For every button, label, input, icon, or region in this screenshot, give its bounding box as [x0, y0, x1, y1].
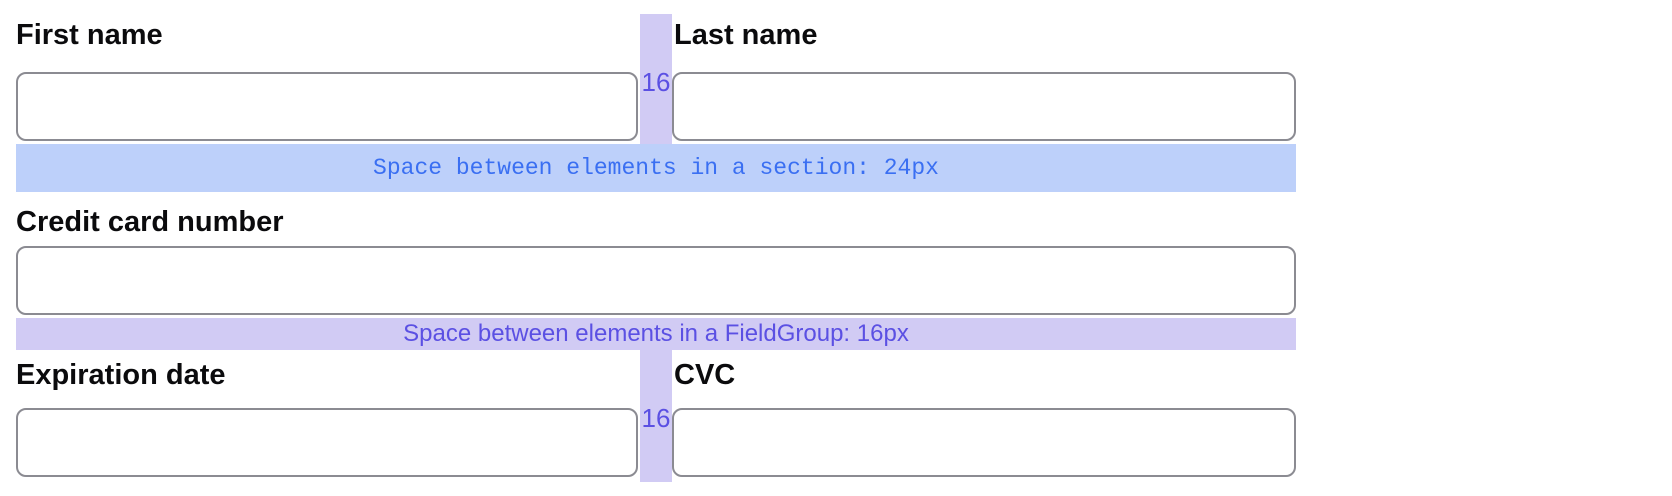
- fieldgroup-gap-annotation: Space between elements in a FieldGroup: …: [16, 318, 1296, 350]
- column-gap-value-top: 16: [641, 67, 671, 97]
- first-name-input[interactable]: [16, 72, 638, 141]
- expiration-date-input[interactable]: [16, 408, 638, 477]
- column-gap-bar-bottom: [640, 350, 672, 482]
- last-name-label: Last name: [674, 19, 818, 51]
- cvc-label: CVC: [674, 359, 736, 391]
- credit-card-number-label: Credit card number: [16, 206, 284, 238]
- credit-card-number-input[interactable]: [16, 246, 1296, 315]
- first-name-label: First name: [16, 19, 163, 51]
- section-gap-annotation: Space between elements in a section: 24p…: [16, 144, 1296, 192]
- column-gap-value-bottom: 16: [641, 403, 671, 433]
- fieldgroup-gap-annotation-text: Space between elements in a FieldGroup: …: [403, 320, 909, 347]
- cvc-input[interactable]: [672, 408, 1296, 477]
- column-gap-bar-top: [640, 14, 672, 144]
- section-gap-annotation-text: Space between elements in a section: 24p…: [373, 155, 939, 181]
- last-name-input[interactable]: [672, 72, 1296, 141]
- expiration-date-label: Expiration date: [16, 359, 226, 391]
